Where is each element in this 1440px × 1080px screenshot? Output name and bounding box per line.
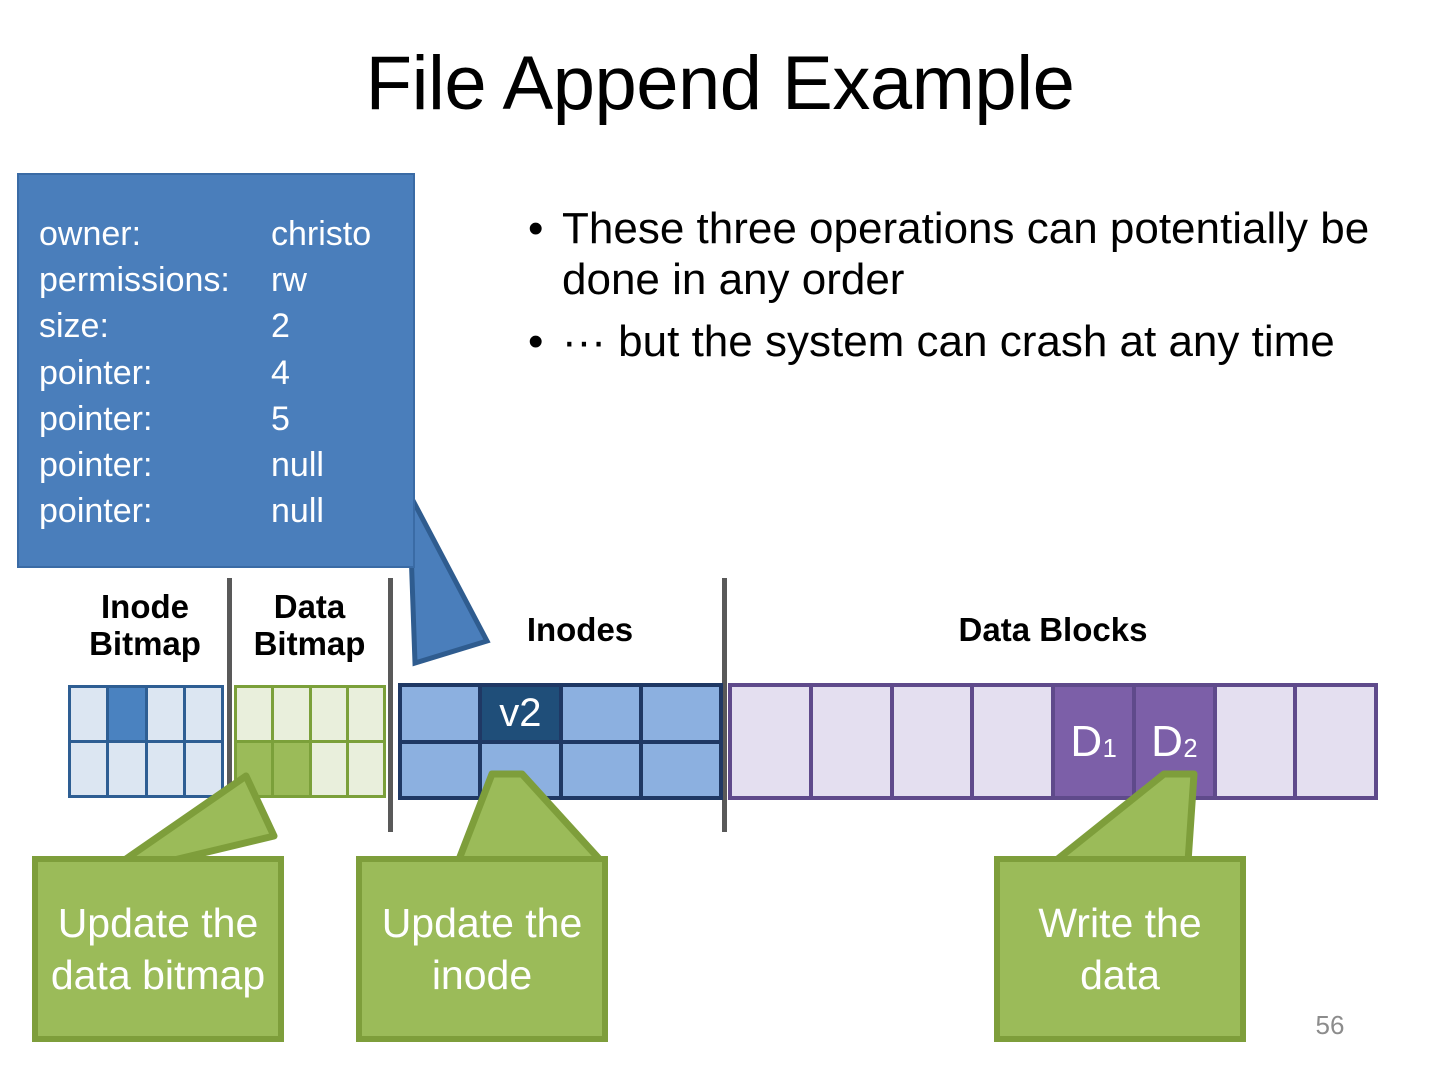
inode-field-value: 5 [271,399,290,438]
data-block-cell-2 [893,687,971,796]
table-row: pointer: 5 [39,396,399,442]
callout-update-data-bitmap: Update the data bitmap [24,772,324,1060]
inode-bitmap-cell-0-0 [71,688,107,740]
list-item: • ··· but the system can crash at any ti… [520,316,1415,367]
table-row: pointer: null [39,488,399,534]
callout-label: Update the data bitmap [32,856,284,1042]
label-line-2: Bitmap [253,624,366,662]
label-inode-bitmap: Inode Bitmap [66,588,224,663]
inode-cell-0-2 [562,687,639,740]
bullet-list: • These three operations can potentially… [520,203,1415,377]
inode-cell-0-0 [402,687,479,740]
data-block-cell-7 [1297,687,1374,796]
inode-detail-callout: owner: christo permissions: rw size: 2 p… [17,173,491,667]
callout-label: Update the inode [356,856,608,1042]
callout-update-inode: Update the inode [352,770,642,1060]
inode-cell-0-3 [642,687,719,740]
page-title: File Append Example [365,41,1075,126]
label-data-bitmap: Data Bitmap [232,588,387,663]
inode-field-table: owner: christo permissions: rw size: 2 p… [39,211,399,535]
section-divider [722,578,727,832]
table-row: pointer: 4 [39,350,399,396]
data-block-cell-3 [974,687,1051,796]
inode-field-value: rw [271,261,307,300]
inode-field-value: null [271,446,324,485]
inode-field-key: owner: [39,215,142,253]
section-divider [227,578,232,832]
inode-bitmap-cell-0-2 [147,688,183,740]
inode-callout-body: owner: christo permissions: rw size: 2 p… [17,173,415,568]
inode-field-value: null [271,492,324,531]
inode-cell-0-1: v2 [482,687,559,740]
inode-field-value: christo [271,215,372,253]
label-line-2: Bitmap [89,624,201,662]
table-row: size: 2 [39,303,399,349]
table-row: owner: christo [39,211,399,257]
inode-cell-1-3 [642,743,719,796]
data-bitmap-cell-1-2 [311,743,346,795]
bullet-text: These three operations can potentially b… [562,204,1370,305]
list-item: • These three operations can potentially… [520,203,1415,306]
label-line-1: Inode [101,588,189,625]
callout-label: Write the data [994,856,1246,1042]
callout-write-data: Write the data [988,770,1278,1060]
inode-field-value: 2 [271,307,290,346]
data-bitmap-cell-0-0 [237,688,272,740]
inode-field-key: pointer: [39,492,153,531]
inode-field-key: pointer: [39,353,153,392]
bullet-marker-icon: • [528,316,544,366]
data-bitmap-cell-1-1 [274,743,309,795]
inode-field-key: size: [39,307,109,346]
data-bitmap-cell-0-3 [348,688,383,740]
table-row: pointer: null [39,442,399,488]
inode-bitmap-cell-0-1 [109,688,145,740]
data-block-cell-0 [732,687,809,796]
label-line-1: Data [273,588,346,625]
table-row: permissions: rw [39,257,399,303]
data-block-cell-1 [812,687,890,796]
inode-field-key: pointer: [39,399,153,438]
bullet-marker-icon: • [528,204,544,253]
data-bitmap-cell-0-2 [311,688,346,740]
section-divider [388,578,393,832]
data-bitmap-cell-0-1 [274,688,309,740]
bullet-text: ··· but the system can crash at any time [562,316,1335,366]
inode-field-key: pointer: [39,446,153,485]
slide-number: 56 [1315,1010,1345,1040]
data-bitmap-cell-1-3 [348,743,383,795]
inode-field-value: 4 [271,353,290,392]
inode-bitmap-cell-0-3 [185,688,221,740]
data-block-cell-6 [1216,687,1294,796]
label-data-blocks: Data Blocks [958,611,1148,648]
inode-field-key: permissions: [39,261,230,300]
label-inodes: Inodes [526,611,634,648]
